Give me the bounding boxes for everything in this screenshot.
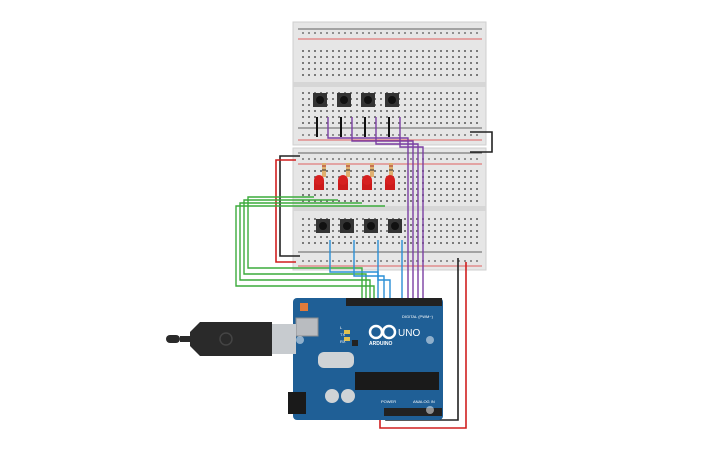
arduino-uno bbox=[288, 298, 443, 420]
led-red-4 bbox=[385, 175, 395, 190]
digital-label: DIGITAL (PWM~) bbox=[402, 314, 434, 319]
led-red-2 bbox=[338, 175, 348, 190]
led-rx-label: RX bbox=[340, 339, 346, 344]
pushbutton-top-2 bbox=[337, 93, 351, 107]
leds bbox=[314, 163, 395, 190]
bottom-buttons bbox=[316, 219, 402, 233]
reset-button bbox=[300, 303, 308, 311]
atmega-chip bbox=[355, 372, 439, 390]
pushbutton-bottom-1 bbox=[316, 219, 330, 233]
led-l-label: L bbox=[340, 325, 343, 330]
usb-port bbox=[295, 317, 319, 337]
pushbutton-bottom-2 bbox=[340, 219, 354, 233]
pushbutton-bottom-3 bbox=[364, 219, 378, 233]
resistor-3 bbox=[370, 163, 374, 177]
arduino-logo-text: ARDUINO bbox=[369, 341, 392, 347]
led-red-1 bbox=[314, 175, 324, 190]
pushbutton-top-1 bbox=[313, 93, 327, 107]
capacitor-2 bbox=[341, 389, 355, 403]
analog-label: ANALOG IN bbox=[413, 399, 435, 404]
top-buttons bbox=[313, 93, 399, 137]
blue-wires bbox=[329, 240, 403, 300]
led-tx-label: TX bbox=[340, 332, 345, 337]
pushbutton-top-4 bbox=[385, 93, 399, 107]
uno-label: UNO bbox=[398, 328, 420, 339]
capacitor-1 bbox=[325, 389, 339, 403]
dc-jack bbox=[288, 392, 306, 414]
resistor-1 bbox=[322, 163, 326, 177]
usb-cable bbox=[166, 322, 296, 356]
power-label: POWER bbox=[381, 399, 396, 404]
purple-wires bbox=[327, 117, 424, 300]
pushbutton-top-3 bbox=[361, 93, 375, 107]
resistor-2 bbox=[346, 163, 350, 177]
resistor-4 bbox=[389, 163, 393, 177]
green-wires bbox=[235, 196, 385, 300]
led-red-3 bbox=[362, 175, 372, 190]
pushbutton-bottom-4 bbox=[388, 219, 402, 233]
crystal bbox=[318, 352, 354, 368]
